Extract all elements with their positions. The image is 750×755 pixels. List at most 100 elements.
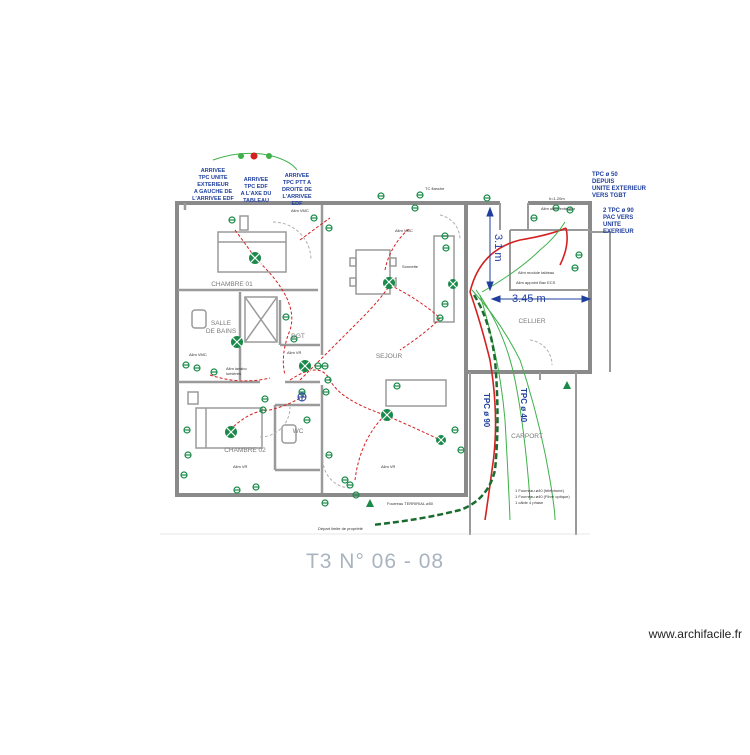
- arrivee-2-line: ARRIVEE: [244, 177, 269, 183]
- room-chambre-2: CHAMBRE 02: [224, 447, 266, 454]
- socket-icon: [552, 204, 560, 212]
- socket-icon: [566, 206, 574, 214]
- socket-icon: [210, 368, 218, 376]
- annotation-arrivee-1: ARRIVEE TPC UNITE EXTERIEUR A GAUCHE DE …: [192, 168, 234, 202]
- dark-green-conduit: [371, 294, 499, 527]
- annotation-tpc50: TPC ø 50 DEPUIS UNITE EXTERIEUR VERS TGB…: [592, 172, 647, 199]
- label-alim-vmc-2: Alim VMC: [291, 208, 309, 213]
- dimension-horizontal-label: 3.45 m: [512, 293, 546, 305]
- socket-icon: [530, 214, 538, 222]
- walls: [175, 201, 592, 497]
- room-chambre-1: CHAMBRE 01: [211, 281, 253, 288]
- socket-icon: [184, 451, 192, 459]
- room-salle-bains-2: DE BAINS: [206, 328, 237, 335]
- socket-icon: [310, 214, 318, 222]
- red-dashed-wiring: [209, 217, 441, 481]
- junction-icon: [366, 499, 374, 507]
- socket-icon: [261, 395, 269, 403]
- room-carport: CARPORT: [511, 433, 543, 440]
- room-cellier: CELLIER: [518, 318, 545, 325]
- arrivee-1-line: EXTERIEUR: [197, 182, 229, 188]
- label-alim-ecs: Alim appoint Bac ECS: [516, 280, 556, 285]
- label-depart: Départ limite de propriété: [318, 526, 364, 531]
- socket-icon: [341, 476, 349, 484]
- room-salle-bains-1: SALLE: [211, 320, 232, 327]
- vmc-fan-icon: [297, 392, 307, 402]
- socket-icon: [346, 481, 354, 489]
- socket-icon: [457, 446, 465, 454]
- ceiling-light-icon: [230, 335, 244, 349]
- socket-icon: [451, 426, 459, 434]
- label-alim-vr-2: Alim VR: [233, 464, 248, 469]
- label-alim-lavabo-1: Alim lavabo: [226, 366, 247, 371]
- arrivee-1-line: TPC UNITE: [198, 175, 227, 181]
- plan-title: T3 N° 06 - 08: [305, 550, 445, 573]
- label-carport-note-2: 1 Fourreau ø40 (Fibre optique): [515, 494, 570, 499]
- label-h120: h=1.20m: [549, 196, 565, 201]
- arrivee-3-line: DROITE DE: [282, 187, 312, 193]
- socket-icon: [228, 216, 236, 224]
- red-cable: [469, 227, 568, 521]
- socket-icon: [252, 483, 260, 491]
- tpc90-line: EXERIEUR: [603, 229, 634, 235]
- room-wc: WC: [293, 428, 304, 435]
- tpc90-line: 2 TPC ø 90: [603, 208, 634, 214]
- electrical-symbols: [180, 191, 583, 507]
- socket-icon: [321, 362, 329, 370]
- tpc50-line: DEPUIS: [592, 179, 614, 185]
- socket-icon: [441, 232, 449, 240]
- ceiling-light-icon: [380, 408, 394, 422]
- arrivee-3-line: EDF: [292, 201, 304, 207]
- socket-icon: [436, 314, 444, 322]
- annotation-arrivee-2: ARRIVEE TPC EDF A L'AXE DU TABLEAU: [241, 177, 272, 204]
- tpc50-line: VERS TGBT: [592, 193, 627, 199]
- socket-icon: [183, 426, 191, 434]
- ceiling-light-icon: [383, 276, 395, 288]
- annex-walls: [469, 203, 611, 535]
- socket-icon: [325, 451, 333, 459]
- socket-icon: [571, 264, 579, 272]
- socket-icon: [290, 335, 298, 343]
- label-alim-vmc-1: Alim VMC: [395, 228, 413, 233]
- annotation-tpc90: 2 TPC ø 90 PAC VERS UNITE EXERIEUR: [603, 208, 634, 235]
- arrivee-1-line: ARRIVEE: [201, 168, 226, 174]
- arrivee-3-line: TPC PTT A: [283, 180, 311, 186]
- tpc50-line: TPC ø 50: [592, 172, 618, 178]
- socket-icon: [325, 224, 333, 232]
- socket-icon: [259, 406, 267, 414]
- dimension-arrows: [486, 206, 592, 303]
- arrivee-2-line: TABLEAU: [243, 198, 269, 204]
- label-carport-note-1: 1 Fourreau ø40 (téléphone): [515, 488, 565, 493]
- room-labels: CHAMBRE 01 SALLE DE BAINS DGT SEJOUR CEL…: [206, 281, 546, 454]
- ceiling-light-icon: [447, 278, 459, 290]
- label-alim-vr-1: Alim VR: [287, 350, 302, 355]
- socket-icon: [442, 244, 450, 252]
- label-fourreau-bottom: Fourreau TERRIRIAL ø50: [387, 501, 434, 506]
- socket-icon: [180, 471, 188, 479]
- socket-icon: [193, 364, 201, 372]
- socket-icon: [303, 416, 311, 424]
- label-alim-tableau: Alim module tableau: [518, 270, 554, 275]
- socket-icon: [416, 191, 424, 199]
- socket-icon: [575, 251, 583, 259]
- ceiling-light-icon: [224, 425, 238, 439]
- small-labels: TC flanche Alim VMC Alim VMC Alim VMC Al…: [189, 186, 576, 531]
- label-alim-vmc-3: Alim VMC: [189, 352, 207, 357]
- socket-icon: [322, 388, 330, 396]
- arrivee-1-line: A GAUCHE DE: [194, 189, 233, 195]
- dimension-vertical-label: 3.1 m: [492, 234, 504, 262]
- socket-icon: [233, 486, 241, 494]
- bathroom-fixtures: [191, 296, 297, 444]
- label-alim-lavabo-2: lumières: [226, 371, 241, 376]
- arrivee-2-line: TPC EDF: [244, 184, 268, 190]
- tpc90-line: UNITE: [603, 222, 621, 228]
- socket-icon: [352, 491, 360, 499]
- socket-icon: [441, 300, 449, 308]
- ceiling-light-icon: [298, 359, 312, 373]
- ceiling-light-icon: [435, 434, 447, 446]
- arrivee-1-line: L'ARRIVEE EDF: [192, 196, 234, 202]
- socket-icon: [377, 192, 385, 200]
- arrival-markers: [238, 152, 272, 160]
- label-sonnette: Sonnette: [402, 264, 419, 269]
